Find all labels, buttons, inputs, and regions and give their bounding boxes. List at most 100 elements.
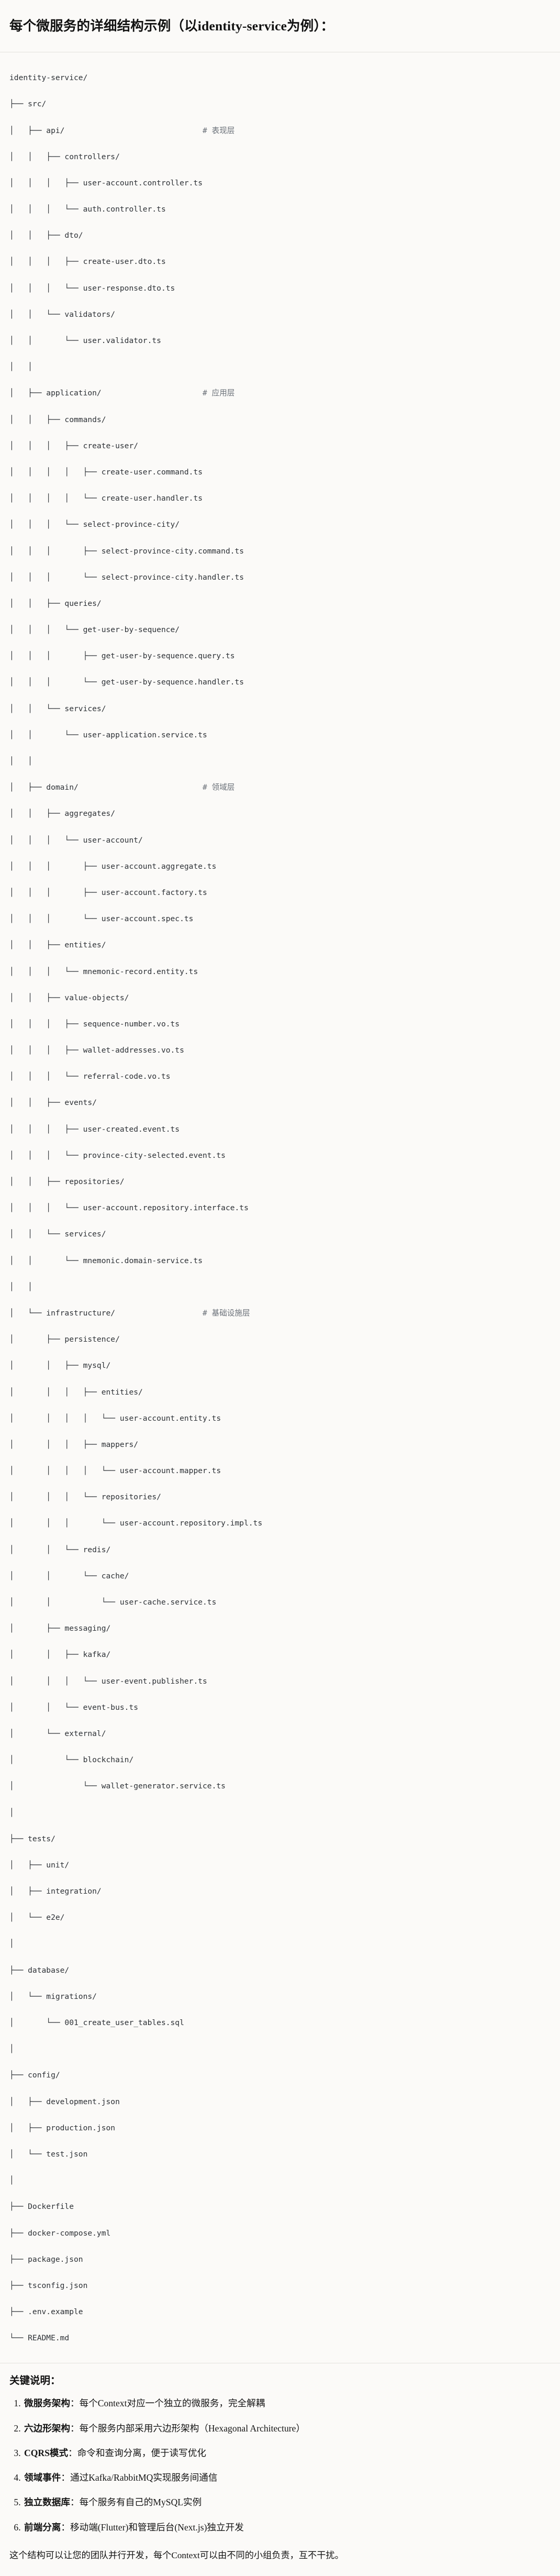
- tree-line-text: │ └── external/: [9, 1729, 106, 1738]
- tree-line-text: ├── package.json: [9, 2254, 83, 2264]
- tree-line-text: │ │ │ └── province-city-selected.event.t…: [9, 1151, 226, 1160]
- tree-line: │ │ │ └── province-city-selected.event.t…: [9, 1149, 551, 1162]
- tree-line: │ │ │ └── auth.controller.ts: [9, 203, 551, 216]
- tree-line: │: [9, 1806, 551, 1819]
- tree-line: │ │ │ ├── user-account.controller.ts: [9, 176, 551, 190]
- tree-line: │ │ │ ├── user-created.event.ts: [9, 1123, 551, 1136]
- tree-line-text: │ │ ├── events/: [9, 1098, 97, 1108]
- tree-line: │ │ │ │ └── user-account.mapper.ts: [9, 1464, 551, 1477]
- tree-line: │ ├── application/ # 应用层: [9, 386, 551, 400]
- key-note-term: 独立数据库: [24, 2497, 70, 2508]
- tree-line-text: │: [9, 2044, 14, 2054]
- tree-line-text: │ │ ├── controllers/: [9, 152, 120, 161]
- key-note-term: 前端分离: [24, 2522, 61, 2533]
- tree-line: ├── docker-compose.yml: [9, 2227, 551, 2240]
- key-notes-section: 关键说明： 微服务架构：每个Context对应一个独立的微服务，完全解耦六边形架…: [0, 2363, 560, 2576]
- tree-line: │: [9, 1937, 551, 1950]
- tree-line-text: │ │ └── event-bus.ts: [9, 1702, 139, 1712]
- tree-line-text: │ │ └── redis/: [9, 1545, 111, 1554]
- tree-line-text: │ │ └── user-application.service.ts: [9, 730, 207, 739]
- key-note-item: 微服务架构：每个Context对应一个独立的微服务，完全解耦: [23, 2396, 551, 2411]
- tree-line: │ │ │ ├── select-province-city.command.t…: [9, 545, 551, 558]
- tree-line: │: [9, 2042, 551, 2055]
- tree-line: │ └── infrastructure/ # 基础设施层: [9, 1307, 551, 1320]
- key-note-item: 独立数据库：每个服务有自己的MySQL实例: [23, 2495, 551, 2509]
- tree-line-text: │ │ │ └── user-event.publisher.ts: [9, 1676, 207, 1686]
- tree-line: │ │ │ └── select-province-city.handler.t…: [9, 571, 551, 584]
- tree-line: ├── package.json: [9, 2253, 551, 2266]
- tree-line: ├── Dockerfile: [9, 2200, 551, 2213]
- tree-line-text: │ │ │ └── select-province-city/: [9, 520, 180, 529]
- tree-line-text: ├── docker-compose.yml: [9, 2228, 111, 2238]
- tree-line-text: │ │ │ └── get-user-by-sequence.handler.t…: [9, 678, 244, 687]
- key-note-item: CQRS模式：命令和查询分离，便于读写优化: [23, 2446, 551, 2460]
- tree-line-gap: [64, 126, 203, 135]
- tree-line-text: └── README.md: [9, 2334, 70, 2343]
- key-note-term: 六边形架构: [24, 2423, 70, 2434]
- tree-line-text: │ │ │ │ └── user-account.entity.ts: [9, 1413, 221, 1423]
- tree-line: │ │ ├── kafka/: [9, 1648, 551, 1661]
- tree-line: │ │ ├── aggregates/: [9, 807, 551, 820]
- tree-line-text: │ ├── integration/: [9, 1887, 102, 1896]
- key-note-separator: ：: [68, 2447, 77, 2458]
- tree-line-text: identity-service/: [9, 73, 88, 83]
- tree-line-text: │ └── 001_create_user_tables.sql: [9, 2018, 184, 2028]
- tree-line-text: ├── src/: [9, 99, 47, 109]
- tree-line: ├── .env.example: [9, 2305, 551, 2318]
- tree-line-text: │ │ │ └── user-response.dto.ts: [9, 283, 175, 293]
- tree-line-text: │ │: [9, 757, 32, 766]
- tree-line: │ │ │ ├── user-account.aggregate.ts: [9, 860, 551, 873]
- tree-line: │ │ │ │ └── create-user.handler.ts: [9, 492, 551, 505]
- key-note-term: 领域事件: [24, 2472, 61, 2483]
- tree-line: │ └── e2e/: [9, 1911, 551, 1924]
- tree-line: ├── tsconfig.json: [9, 2279, 551, 2292]
- tree-line-text: │ │ ├── kafka/: [9, 1650, 111, 1660]
- tree-line-text: │ │ │ └── select-province-city.handler.t…: [9, 572, 244, 582]
- tree-line-text: │ │ │ └── mnemonic-record.entity.ts: [9, 967, 198, 976]
- tree-line-text: │ │ │ ├── get-user-by-sequence.query.ts: [9, 651, 235, 661]
- tree-line: │ └── blockchain/: [9, 1753, 551, 1766]
- tree-line: │ │ │ ├── create-user.dto.ts: [9, 255, 551, 268]
- tree-line-text: │ └── infrastructure/: [9, 1308, 116, 1318]
- tree-line-text: │ └── test.json: [9, 2149, 88, 2159]
- tree-line: │ │ ├── entities/: [9, 938, 551, 952]
- tree-line-text: │ │ │ │ ├── create-user.command.ts: [9, 467, 203, 477]
- tree-line-gap: [102, 389, 203, 397]
- tree-line-text: │ ├── production.json: [9, 2123, 116, 2132]
- tree-line: │ │ └── user-application.service.ts: [9, 728, 551, 742]
- tree-line-text: │ │ │ ├── select-province-city.command.t…: [9, 546, 244, 556]
- tree-line: │ │ │ └── user-event.publisher.ts: [9, 1675, 551, 1688]
- tree-line: ├── config/: [9, 2069, 551, 2082]
- key-note-description: 通过Kafka/RabbitMQ实现服务间通信: [70, 2472, 218, 2483]
- tree-line-text: ├── .env.example: [9, 2307, 83, 2317]
- tree-line-text: │ │ │ └── user-account/: [9, 835, 143, 845]
- tree-line-text: │ │ └── services/: [9, 1230, 106, 1239]
- tree-line: │ │: [9, 1280, 551, 1293]
- tree-line-text: │ │ │ └── user-account.spec.ts: [9, 914, 194, 924]
- tree-line-text: │: [9, 2176, 14, 2185]
- tree-line-text: │ └── e2e/: [9, 1913, 65, 1922]
- tree-line: │ │ │ └── mnemonic-record.entity.ts: [9, 965, 551, 978]
- tree-line: │ ├── domain/ # 领域层: [9, 781, 551, 794]
- tree-line: │ │ │ └── referral-code.vo.ts: [9, 1070, 551, 1083]
- tree-line: │ │ ├── queries/: [9, 597, 551, 610]
- tree-line: │ │ └── user-cache.service.ts: [9, 1596, 551, 1609]
- tree-line: │ │ ├── events/: [9, 1096, 551, 1109]
- tree-line-text: │ └── wallet-generator.service.ts: [9, 1782, 226, 1791]
- tree-line-text: │ │ │ └── user-account.repository.interf…: [9, 1203, 249, 1213]
- tree-line: │ │ └── services/: [9, 1228, 551, 1241]
- tree-line: │ │ │ └── user-response.dto.ts: [9, 282, 551, 295]
- tree-line: │ │ └── redis/: [9, 1543, 551, 1556]
- tree-line: │ │: [9, 755, 551, 768]
- tree-line: │ │ ├── mysql/: [9, 1359, 551, 1372]
- tree-line-text: │ │ │ ├── user-account.aggregate.ts: [9, 861, 217, 871]
- key-note-description: 移动端(Flutter)和管理后台(Next.js)独立开发: [70, 2522, 244, 2533]
- tree-line: │ │ ├── commands/: [9, 413, 551, 426]
- tree-line-text: │ │ │ └── get-user-by-sequence/: [9, 625, 180, 635]
- tree-line-text: │ │ ├── entities/: [9, 941, 106, 950]
- tree-line-text: ├── tests/: [9, 1834, 55, 1843]
- tree-line: │ │ │ ├── get-user-by-sequence.query.ts: [9, 649, 551, 662]
- tree-line-text: │: [9, 1808, 14, 1817]
- tree-line: │ ├── production.json: [9, 2121, 551, 2135]
- tree-line: │ │ └── validators/: [9, 308, 551, 321]
